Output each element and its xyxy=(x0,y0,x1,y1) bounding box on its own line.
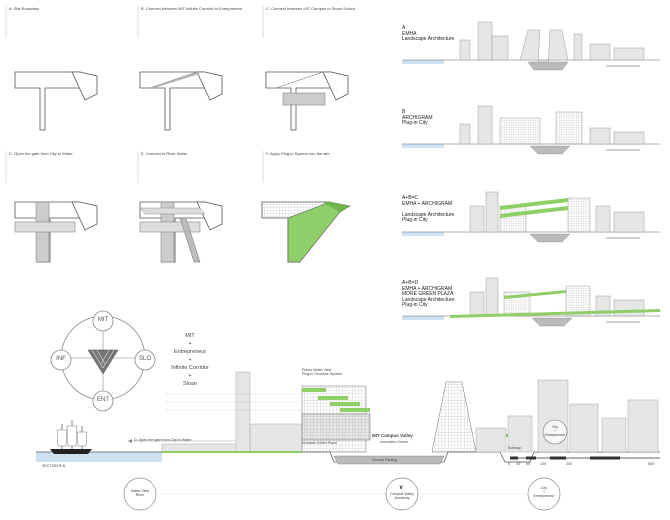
compass-bottom-label: ENT xyxy=(97,397,109,403)
scale-0: 0 xyxy=(508,462,510,466)
section-c-drawing xyxy=(402,191,660,243)
innovation-sub: Innovation Centre xyxy=(380,440,409,444)
parking-label: Ground Parking xyxy=(372,458,398,462)
section-d-title: A+B=D EMHA + ARCHIGRAM MORE GREEN PLAZA … xyxy=(402,280,455,308)
innovation-title: MIT Campus Valley xyxy=(372,433,413,438)
flow-campus-icon: ∨ xyxy=(399,485,404,491)
scale-200: 200' xyxy=(566,462,573,466)
sailboat-icon xyxy=(50,420,92,454)
flow-water-label: Water View River xyxy=(130,489,150,497)
section-a-title: A EMHA Landscape Architecture xyxy=(402,25,455,42)
subway-label: Subway xyxy=(508,446,521,450)
scale-20: 20' xyxy=(516,462,521,466)
step-f-label: F. Apply Plug-in System into the site xyxy=(266,151,330,156)
flow-campus-label: Campus Valley Academy xyxy=(390,492,414,500)
scale-100: 100' xyxy=(540,462,547,466)
prince-label: Prince Water View Plug-in Structure Syst… xyxy=(302,368,342,377)
compass-right-label: SLO xyxy=(138,356,151,362)
section-d-drawing xyxy=(402,277,660,327)
compass-top-label: MIT xyxy=(97,317,109,323)
section-b-drawing xyxy=(402,105,660,155)
gate-label: D. Open the gate from City to Water xyxy=(134,438,192,442)
step-b-label: B. Connect between MIT Infinite Corridor… xyxy=(141,6,243,11)
section-c-title: A+B=C EMHA + ARCHIGRAM Landscape Archite… xyxy=(402,195,455,223)
equation-text: MIT + Entrepreneur + Infinite Corridor +… xyxy=(171,333,209,387)
city-circle-label: City + Entrepreneur xyxy=(544,425,566,437)
scale-500: 500' xyxy=(648,462,655,466)
section-a-drawing xyxy=(402,21,660,71)
step-d-label: D. Open the gate from City to Water xyxy=(9,151,73,156)
compass-left-label: INF xyxy=(56,356,66,362)
green-plaza-label: Increase Green Plaza xyxy=(302,441,337,445)
scale-50: 50' xyxy=(526,462,531,466)
step-a-label: A. Site Boundary xyxy=(9,6,40,11)
flow-city-label: City + Entrepreneur xyxy=(533,486,555,498)
step-e-label: E. Connect to River Water xyxy=(141,151,188,156)
section-b-title: B ARCHIGRAM Plug-in City xyxy=(402,109,433,126)
step-c-label: C. Connect between MIT Campus to Sloan S… xyxy=(266,6,356,11)
section-id-label: SECTION B-B xyxy=(42,464,65,468)
